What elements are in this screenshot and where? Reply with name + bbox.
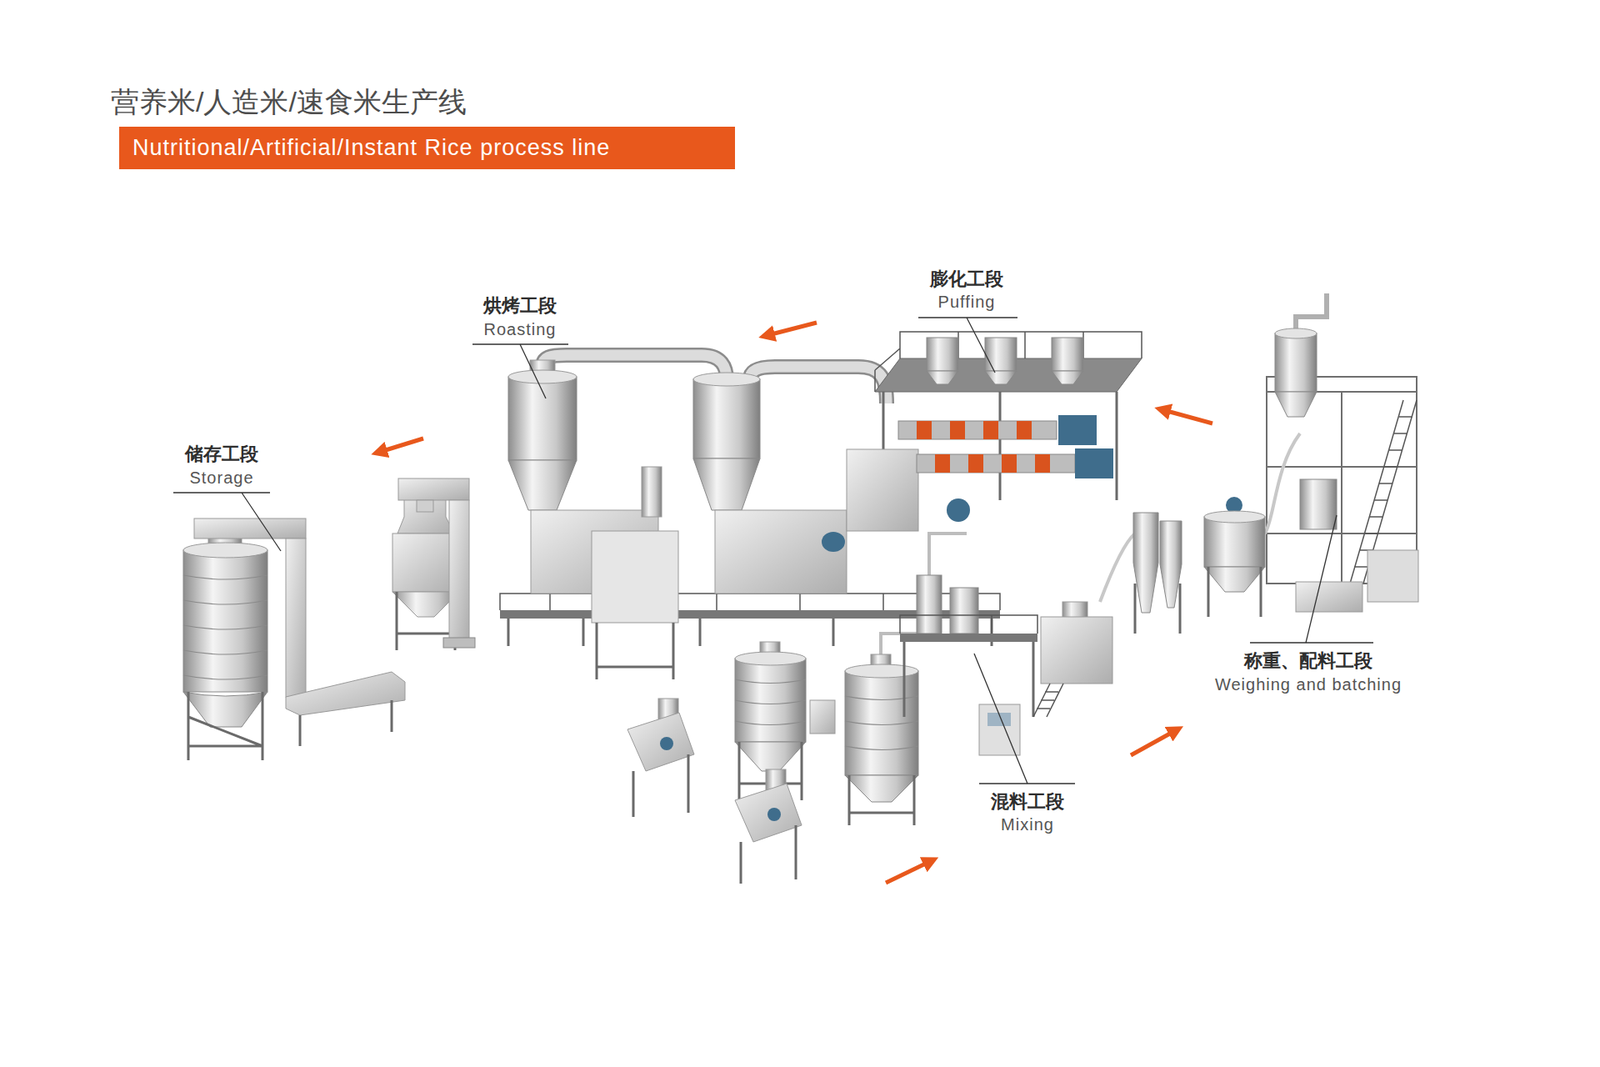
stage-label-en: Puffing: [938, 292, 996, 312]
mill: [1033, 533, 1135, 717]
roasting-tower: [693, 372, 847, 594]
mixing-tank: [845, 633, 919, 825]
flow-arrow: [377, 322, 1213, 883]
cyclone: [1133, 512, 1182, 634]
title-chinese: 营养米/人造米/速食米生产线: [110, 85, 467, 120]
bucket-elevator: [194, 518, 405, 746]
stage-label-cn: 烘烤工段: [483, 295, 557, 316]
stage-label-cn: 称重、配料工段: [1244, 650, 1373, 671]
title-band: 营养米/人造米/速食米生产线Nutritional/Artificial/Ins…: [119, 126, 735, 170]
extruder: [846, 391, 1117, 531]
stage-label-en: Weighing and batching: [1215, 675, 1402, 695]
stage-label-en: Storage: [189, 468, 254, 488]
screw-feeder: [735, 769, 802, 884]
mixer: [1204, 433, 1300, 617]
bucket-elevator: [398, 478, 475, 648]
screw-feeder: [627, 698, 695, 817]
stage-label-cn: 储存工段: [185, 443, 259, 465]
title-english: Nutritional/Artificial/Instant Rice proc…: [119, 126, 624, 170]
stage-label-cn: 膨化工段: [930, 268, 1004, 290]
leader-line: [173, 317, 1374, 784]
puffing-deck: [875, 331, 1142, 392]
stage-label-cn: 混料工段: [990, 790, 1065, 812]
stage-label-en: Roasting: [484, 320, 557, 340]
mixing-platform: [900, 533, 1038, 755]
mixing-tank: [735, 641, 835, 800]
stage-label-en: Mixing: [1000, 815, 1055, 835]
control-cabinet: [591, 530, 679, 680]
storage-silo: [183, 530, 268, 760]
